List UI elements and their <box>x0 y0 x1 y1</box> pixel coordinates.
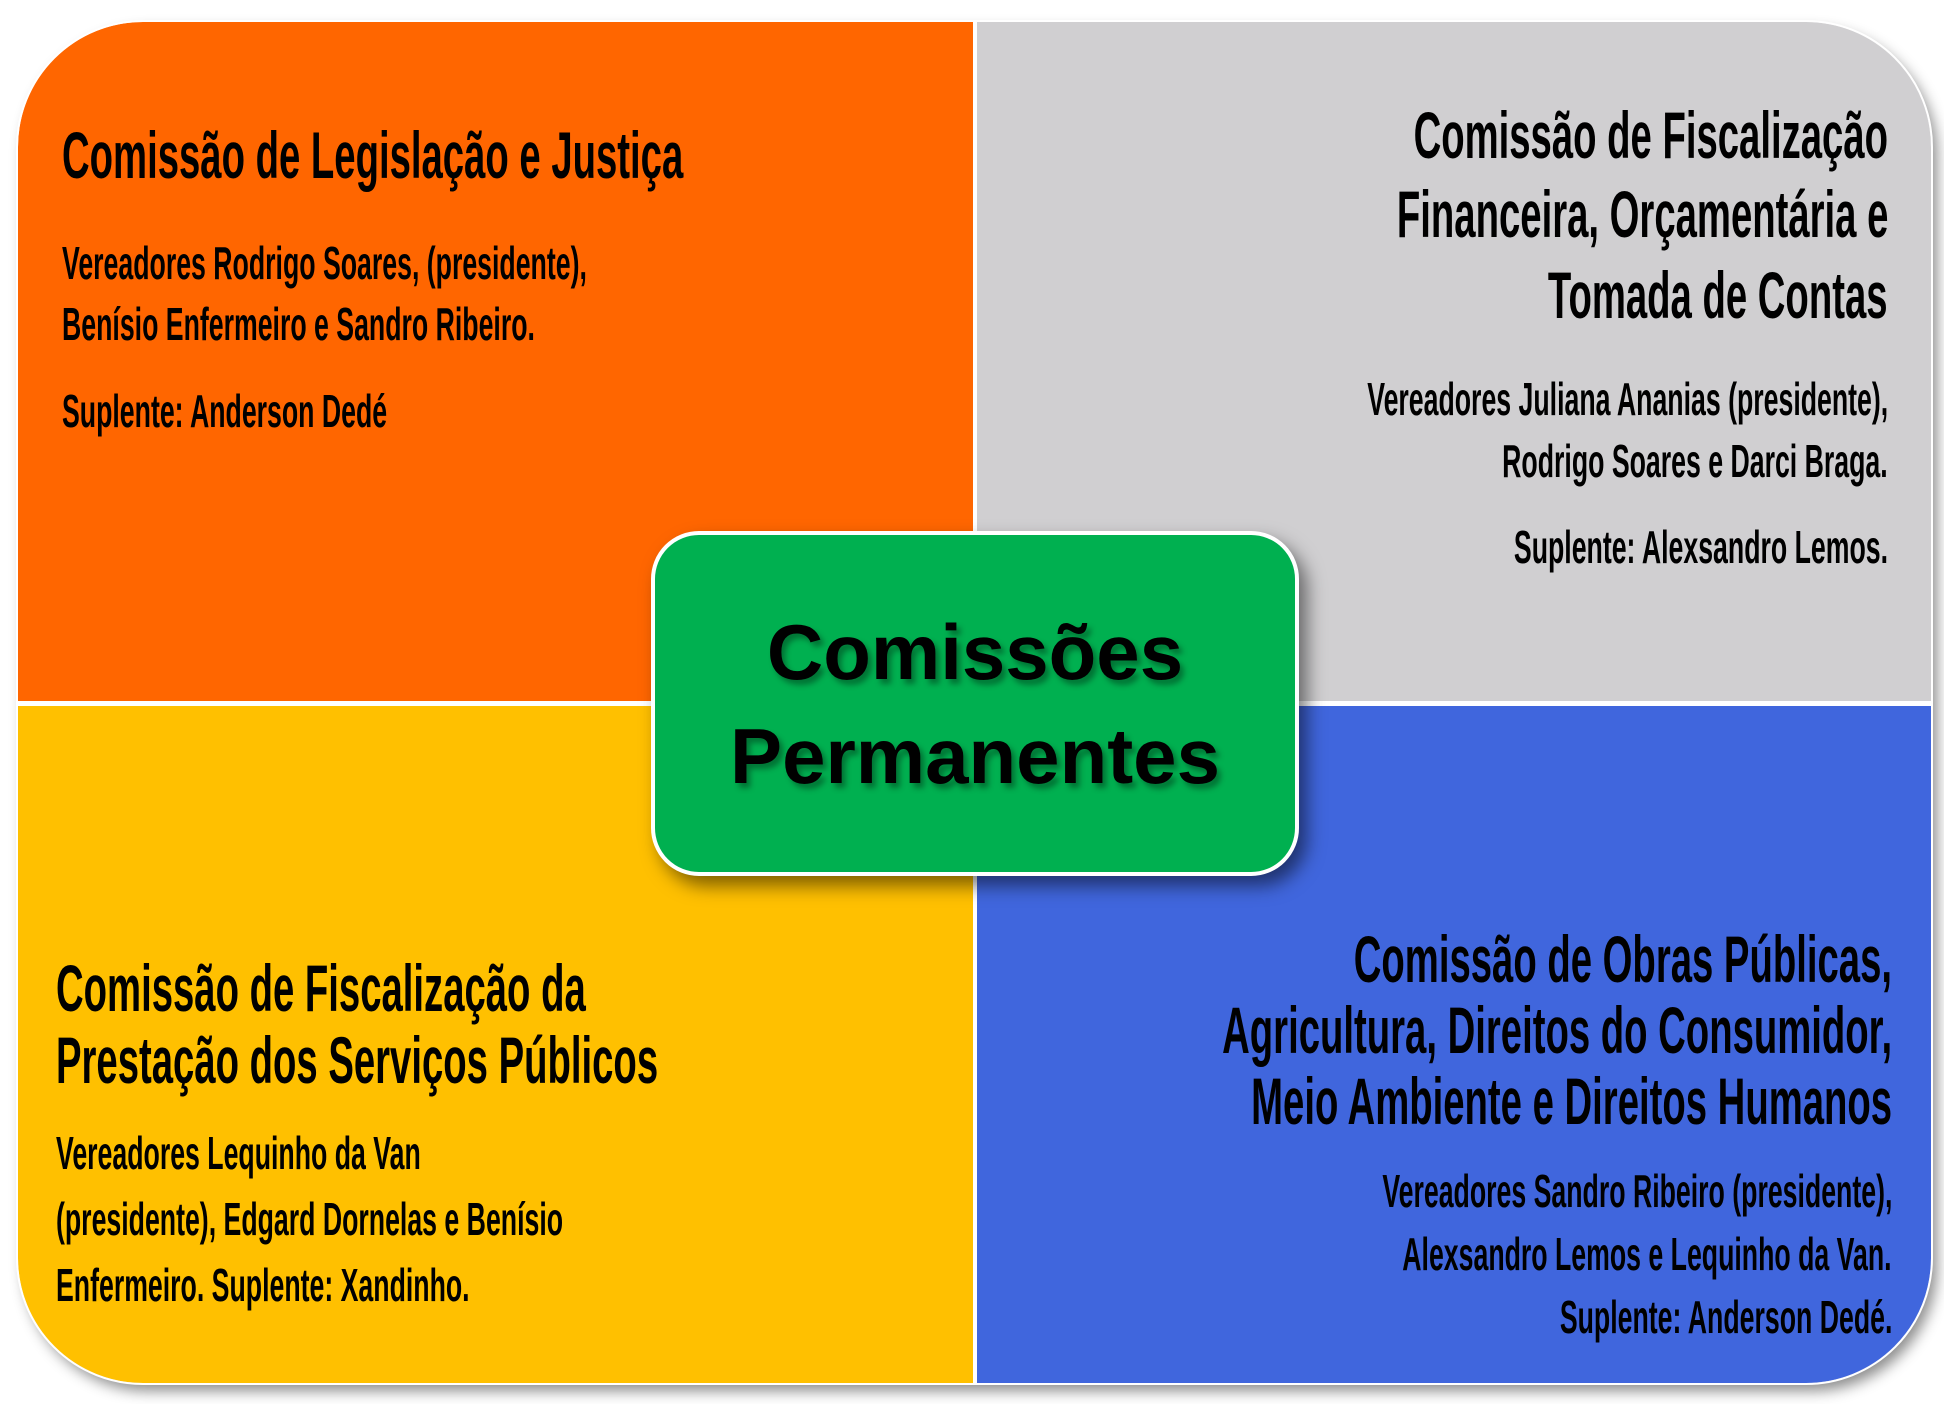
center-title-line-1: Comissões <box>766 607 1184 696</box>
committee-title: Financeira, Orçamentária e <box>1396 177 1888 251</box>
committee-members: (presidente), Edgard Dornelas e Benísio <box>56 1193 564 1245</box>
committee-members: Vereadores Juliana Ananias (presidente), <box>1367 373 1888 425</box>
committee-title: Tomada de Contas <box>1548 258 1888 332</box>
committee-title: Comissão de Obras Públicas, <box>1353 922 1892 996</box>
committee-title: Comissão de Fiscalização <box>1413 98 1888 172</box>
committee-members: Vereadores Rodrigo Soares, (presidente), <box>62 237 587 289</box>
committee-substitute: Suplente: Anderson Dedé <box>62 385 388 437</box>
committee-substitute: Suplente: Alexsandro Lemos. <box>1513 521 1888 573</box>
committee-title: Comissão de Fiscalização da <box>56 951 586 1025</box>
center-title-line-2: Permanentes <box>730 711 1220 800</box>
committee-members: Vereadores Lequinho da Van <box>56 1127 421 1179</box>
committee-members: Alexsandro Lemos e Lequinho da Van. <box>1402 1228 1892 1280</box>
committee-members: Vereadores Sandro Ribeiro (presidente), <box>1381 1165 1892 1217</box>
committee-substitute: Suplente: Anderson Dedé. <box>1559 1291 1892 1343</box>
committee-title: Prestação dos Serviços Públicos <box>56 1023 659 1097</box>
committee-substitute: Enfermeiro. Suplente: Xandinho. <box>56 1259 470 1311</box>
committee-title: Comissão de Legislação e Justiça <box>62 118 684 192</box>
committee-title: Meio Ambiente e Direitos Humanos <box>1251 1064 1892 1138</box>
center-title-box: Comissões Permanentes <box>651 531 1299 876</box>
committee-title: Agricultura, Direitos do Consumidor, <box>1222 993 1892 1067</box>
committee-members: Rodrigo Soares e Darci Braga. <box>1502 435 1888 487</box>
committee-members: Benísio Enfermeiro e Sandro Ribeiro. <box>62 298 535 350</box>
